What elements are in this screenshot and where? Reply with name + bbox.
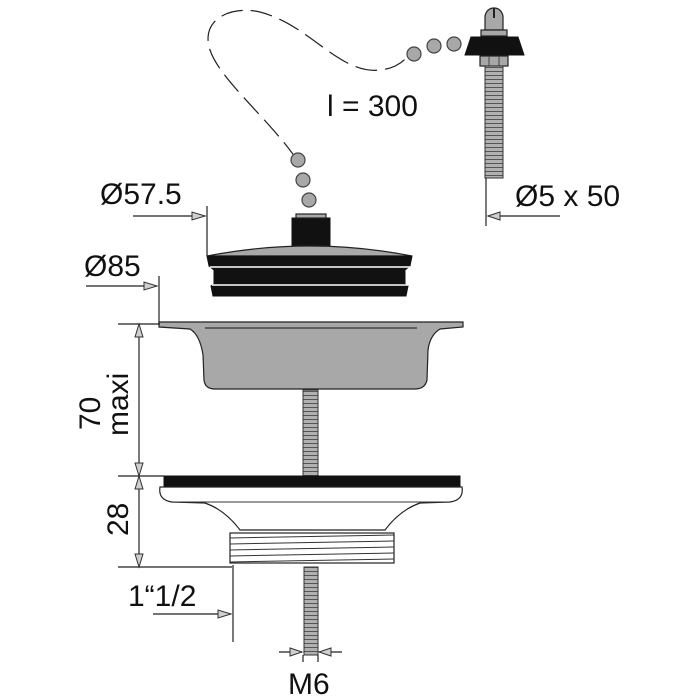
body-thread xyxy=(229,532,395,564)
center-bolt-upper xyxy=(302,389,319,477)
screw-nut xyxy=(479,55,509,67)
rubber-cone-washer xyxy=(464,36,525,56)
screw-spec-label: Ø5 x 50 xyxy=(515,180,620,213)
svg-text:70: 70 xyxy=(74,397,107,430)
chain-bead xyxy=(295,172,311,188)
dim-arrow xyxy=(317,647,332,657)
plug-diameter-label: Ø57.5 xyxy=(100,178,182,211)
chain xyxy=(207,9,462,208)
plug-knob-cap xyxy=(295,213,327,219)
chain-length-label: l = 300 xyxy=(327,90,418,123)
flange-dim-arrow xyxy=(143,281,159,291)
body-gasket xyxy=(163,475,461,488)
svg-text:maxi: maxi xyxy=(102,373,135,436)
plug-dim-arrow xyxy=(191,211,207,221)
center-bolt-lower xyxy=(303,566,319,656)
body-height-label: 28 xyxy=(102,503,135,536)
dim-arrow xyxy=(134,474,144,490)
chain-bead xyxy=(290,152,306,168)
dim-arrow xyxy=(289,647,304,657)
bolt-thread-label: M6 xyxy=(288,668,330,700)
svg-text:28: 28 xyxy=(102,503,135,536)
plug xyxy=(206,213,413,297)
height-max-label: 70 maxi xyxy=(74,373,135,436)
plug-cap-dome xyxy=(206,245,413,257)
screw-shank xyxy=(484,65,504,179)
chain-bead xyxy=(426,38,442,54)
chain-dashed-path xyxy=(207,9,411,161)
flange-diameter-label: Ø85 xyxy=(84,250,141,283)
screw-collar xyxy=(480,29,508,37)
screw-dim-arrow xyxy=(486,211,501,221)
chain-bead xyxy=(406,46,422,62)
chain-bead xyxy=(446,36,462,52)
anchor-screw xyxy=(464,7,525,179)
chain-bead xyxy=(301,192,317,208)
plug-rubber-body xyxy=(206,255,413,297)
dim-arrow xyxy=(134,322,144,338)
plug-knob xyxy=(291,217,331,247)
thread-dim-arrow xyxy=(217,609,233,619)
strainer-bowl xyxy=(158,321,464,390)
body-flange xyxy=(159,486,463,531)
dim-arrow xyxy=(134,462,144,478)
drain-body xyxy=(159,475,463,564)
dim-arrow xyxy=(134,553,144,569)
strainer-bowl-body xyxy=(158,321,464,390)
thread-size-label: 1“1/2 xyxy=(128,580,196,613)
